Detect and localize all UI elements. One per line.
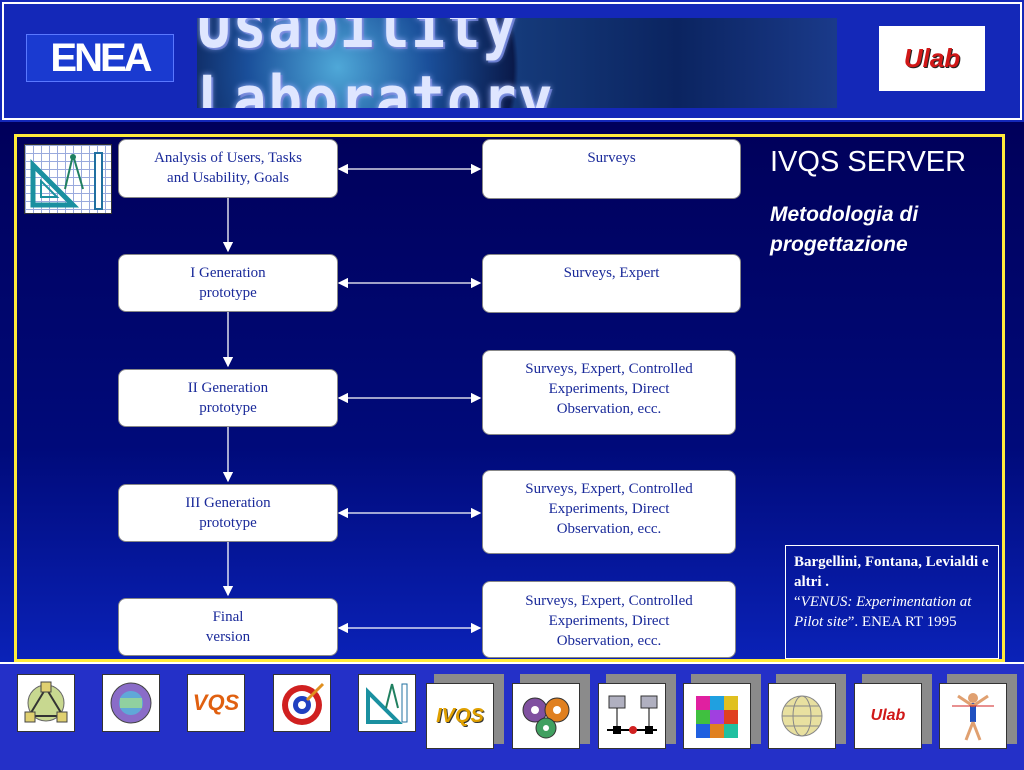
- gears-icon[interactable]: [512, 683, 580, 749]
- ulab-icon[interactable]: Ulab: [854, 683, 922, 749]
- box-line: Surveys, Expert, Controlled: [525, 481, 693, 497]
- first-generation-box: I Generation prototype: [118, 254, 338, 312]
- box-line: Experiments, Direct: [548, 381, 670, 397]
- second-generation-box: II Generation prototype: [118, 369, 338, 427]
- reference-authors: Bargellini, Fontana, Levialdi e altri .: [794, 554, 989, 590]
- enea-logo: ENEA: [26, 34, 174, 82]
- box-line: prototype: [199, 515, 257, 531]
- puzzle-icon[interactable]: [683, 683, 751, 749]
- globe-icon[interactable]: [768, 683, 836, 749]
- box-line: version: [205, 629, 251, 645]
- reference-box: Bargellini, Fontana, Levialdi e altri . …: [785, 545, 999, 659]
- ulab-logo-text: Ulab: [903, 43, 961, 73]
- design-tools-icon[interactable]: [358, 674, 416, 732]
- design-tools-icon: [24, 144, 112, 214]
- reference-title: VENUS: Experimentation at Pilot site: [794, 594, 972, 630]
- box-line: Final: [212, 609, 244, 625]
- network-map-icon[interactable]: [17, 674, 75, 732]
- box-line: II Generation: [187, 380, 269, 396]
- box-line: I Generation: [190, 265, 266, 281]
- box-line: Observation, ecc.: [556, 633, 662, 649]
- box-line: and Usability, Goals: [167, 170, 289, 186]
- box-line: Observation, ecc.: [556, 401, 662, 417]
- box-line: Analysis of Users, Tasks: [154, 150, 302, 166]
- box-line: prototype: [199, 285, 257, 301]
- vqs-icon[interactable]: VQS: [187, 674, 245, 732]
- evaluation-box-3: Surveys, Expert, Controlled Experiments,…: [482, 470, 736, 554]
- box-line: Surveys: [587, 150, 636, 166]
- www-globe-icon[interactable]: [102, 674, 160, 732]
- usability-laboratory-banner: Usability Laboratory: [197, 18, 837, 108]
- content-frame: [14, 134, 1005, 662]
- reference-quote-open: “: [794, 594, 801, 610]
- evaluation-box-2: Surveys, Expert, Controlled Experiments,…: [482, 350, 736, 435]
- slide-subtitle: Metodologia di progettazione: [770, 203, 919, 256]
- final-version-box: Final version: [118, 598, 338, 656]
- lan-icon[interactable]: [598, 683, 666, 749]
- target-icon[interactable]: [273, 674, 331, 732]
- header-frame: [2, 2, 1022, 120]
- box-line: Surveys, Expert: [563, 265, 660, 281]
- box-line: III Generation: [185, 495, 271, 511]
- box-line: Experiments, Direct: [548, 501, 670, 517]
- box-line: Surveys, Expert, Controlled: [525, 593, 693, 609]
- reference-rest: ”. ENEA RT 1995: [847, 614, 957, 630]
- box-line: Observation, ecc.: [556, 521, 662, 537]
- surveys-box: Surveys: [482, 139, 741, 199]
- box-line: Experiments, Direct: [548, 613, 670, 629]
- banner-title: Usability Laboratory: [197, 18, 555, 108]
- box-line: Surveys, Expert, Controlled: [525, 361, 693, 377]
- analysis-box: Analysis of Users, Tasks and Usability, …: [118, 139, 338, 198]
- ulab-logo: Ulab: [879, 26, 985, 91]
- surveys-expert-box: Surveys, Expert: [482, 254, 741, 313]
- third-generation-box: III Generation prototype: [118, 484, 338, 542]
- ivqs-icon[interactable]: IVQS: [426, 683, 494, 749]
- slide-title: IVQS SERVER: [770, 146, 967, 178]
- evaluation-box-final: Surveys, Expert, Controlled Experiments,…: [482, 581, 736, 658]
- runner-icon[interactable]: [939, 683, 1007, 749]
- box-line: prototype: [199, 400, 257, 416]
